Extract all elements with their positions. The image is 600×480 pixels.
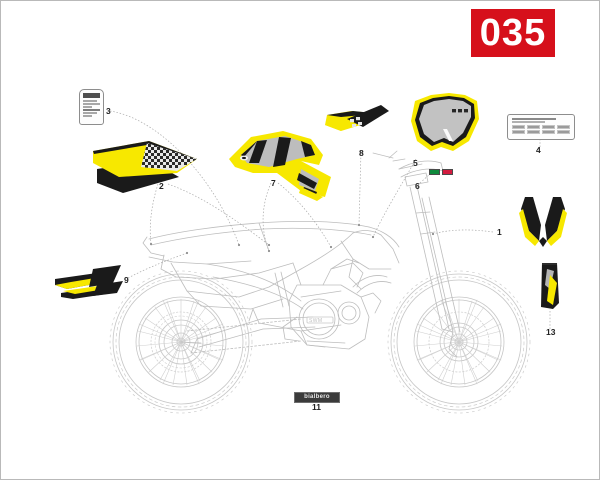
callout-9: 9: [124, 275, 129, 285]
leader-line-5: [372, 158, 417, 238]
front-forks: [372, 150, 461, 333]
label-3-header-band: [83, 93, 100, 98]
callout-13: 13: [546, 327, 556, 337]
front-tire-tread: [387, 270, 531, 414]
exhaust: [206, 263, 392, 310]
part-2-checkered-tail-decal: [93, 141, 197, 193]
page-number-badge: 035: [471, 9, 555, 57]
warning-label-item-3: [79, 89, 104, 125]
callout-3: 3: [106, 106, 111, 116]
part-8-strip-decal: [325, 105, 389, 131]
callout-4: 4: [536, 145, 541, 155]
engine-case-text: SWM: [309, 318, 322, 324]
callout-11: 11: [312, 402, 321, 412]
part-5-front-fender-decal: [411, 93, 479, 151]
engine: [282, 258, 382, 350]
callout-6: 6: [415, 181, 420, 191]
frame-and-bodywork: [142, 220, 400, 354]
label-4-subtitle-line: [512, 121, 545, 123]
part-1-v-decal-pair: [519, 197, 567, 247]
sticker-green-item-6: [429, 169, 440, 175]
callout-1: 1: [497, 227, 502, 237]
part-7-shroud-decal: [229, 131, 331, 201]
sticker-red-item-6: [442, 169, 453, 175]
leader-line-2: [149, 183, 159, 245]
callout-7: 7: [271, 178, 276, 188]
front-spokes: [414, 298, 503, 386]
callout-2: 2: [159, 181, 164, 191]
front-brake: [428, 311, 490, 373]
leader-endpoints: [149, 223, 435, 255]
label-4-title-line: [512, 117, 556, 120]
leader-line-7b: [277, 182, 332, 248]
leader-line-9: [127, 252, 188, 279]
callout-8: 8: [359, 148, 364, 158]
nameplate-decal-item-11: bialbero: [294, 392, 340, 403]
leader-line-2b: [167, 183, 270, 246]
leader-line-8: [358, 150, 362, 226]
label-4-data-grid: [512, 124, 570, 136]
part-13-fork-guard-decal: [541, 263, 559, 309]
part-9-lower-decal-pair: [55, 265, 123, 299]
tire-pressure-label-item-4: [507, 114, 575, 140]
callout-5: 5: [413, 158, 418, 168]
leader-line-6: [419, 172, 432, 184]
rear-brake: [150, 311, 212, 373]
